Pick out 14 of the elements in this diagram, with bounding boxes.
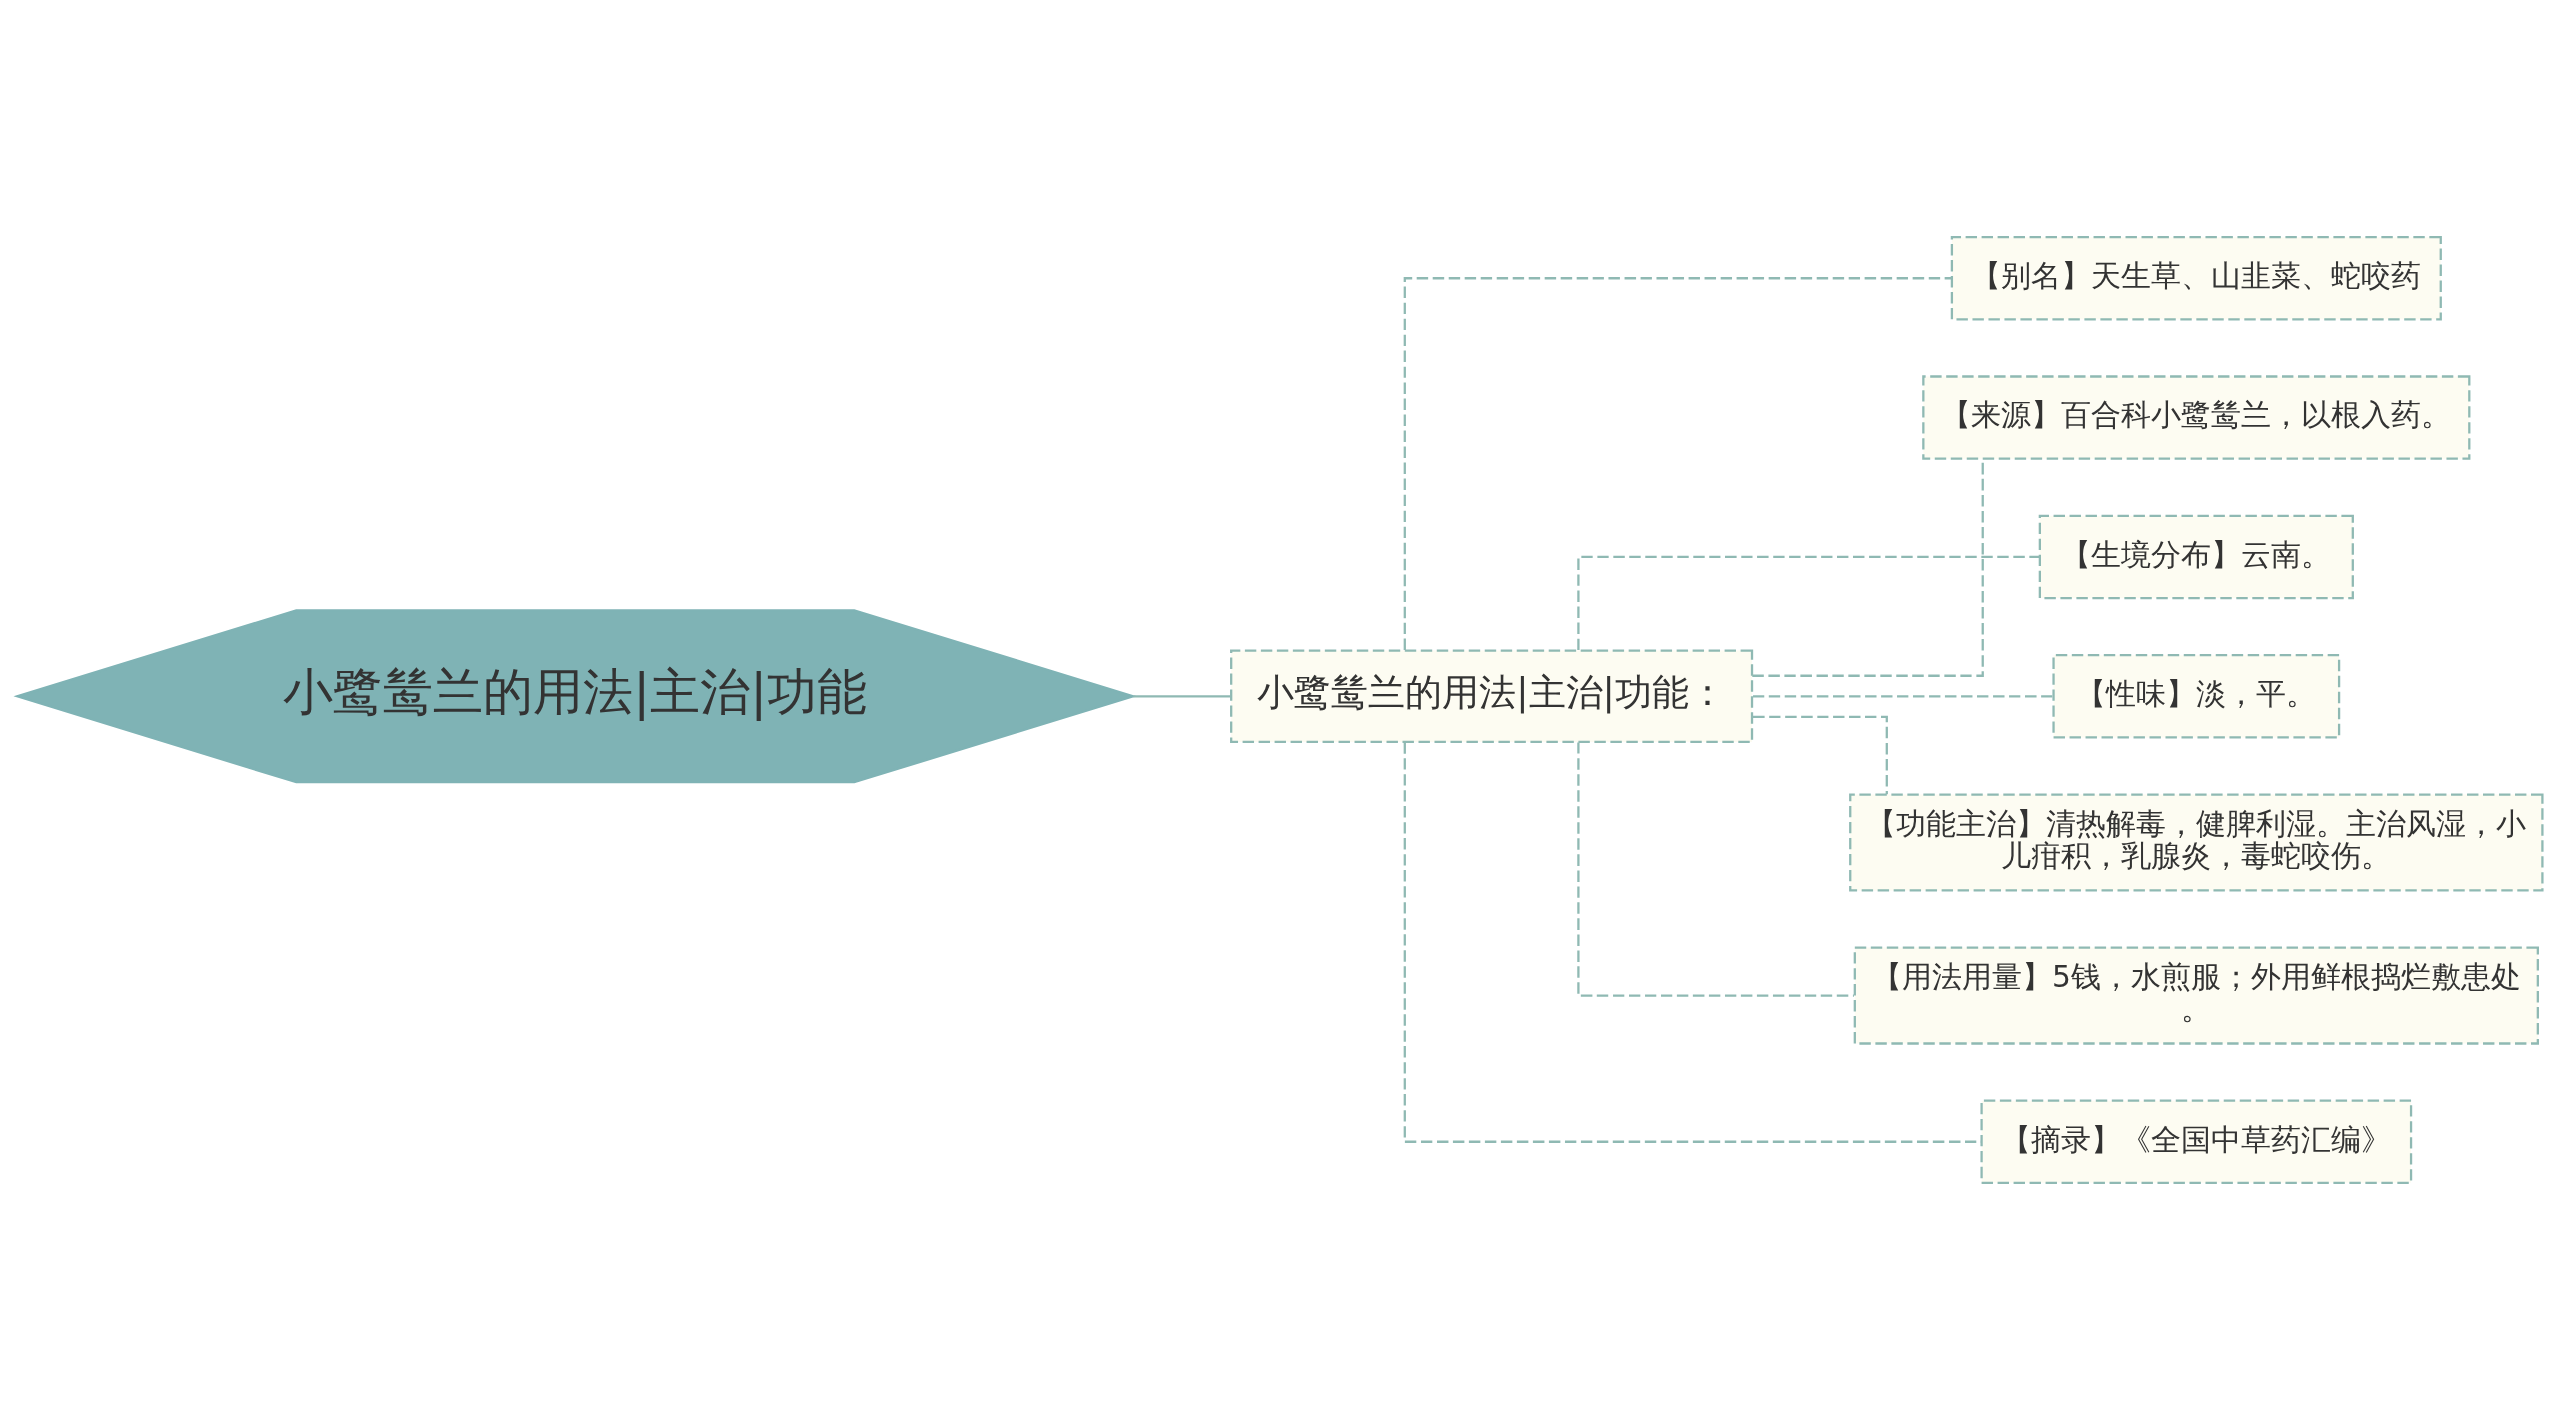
node-box: 【性味】淡，平。 (2052, 653, 2341, 739)
node-box: 【别名】天生草、山韭菜、蛇咬药 (1950, 235, 2442, 320)
connector (1577, 741, 1854, 997)
connector (1753, 715, 1888, 794)
node-box: 【用法用量】5钱，水煎服；外用鲜根捣烂敷患处。 (1853, 945, 2539, 1045)
node-box: 小鹭鸶兰的用法|主治|功能： (1230, 648, 1754, 743)
node-box: 【生境分布】云南。 (2038, 514, 2354, 599)
connector (1403, 276, 1952, 650)
node-box: 【功能主治】清热解毒，健脾利湿。主治风湿，小儿疳积，乳腺炎，毒蛇咬伤。 (1849, 792, 2544, 892)
connector (1577, 555, 2040, 650)
node-box: 【摘录】《全国中草药汇编》 (1980, 1099, 2413, 1184)
connector (1133, 694, 1231, 697)
node-box: 【来源】百合科小鹭鸶兰，以根入药。 (1922, 374, 2471, 460)
connector (1753, 694, 2053, 697)
